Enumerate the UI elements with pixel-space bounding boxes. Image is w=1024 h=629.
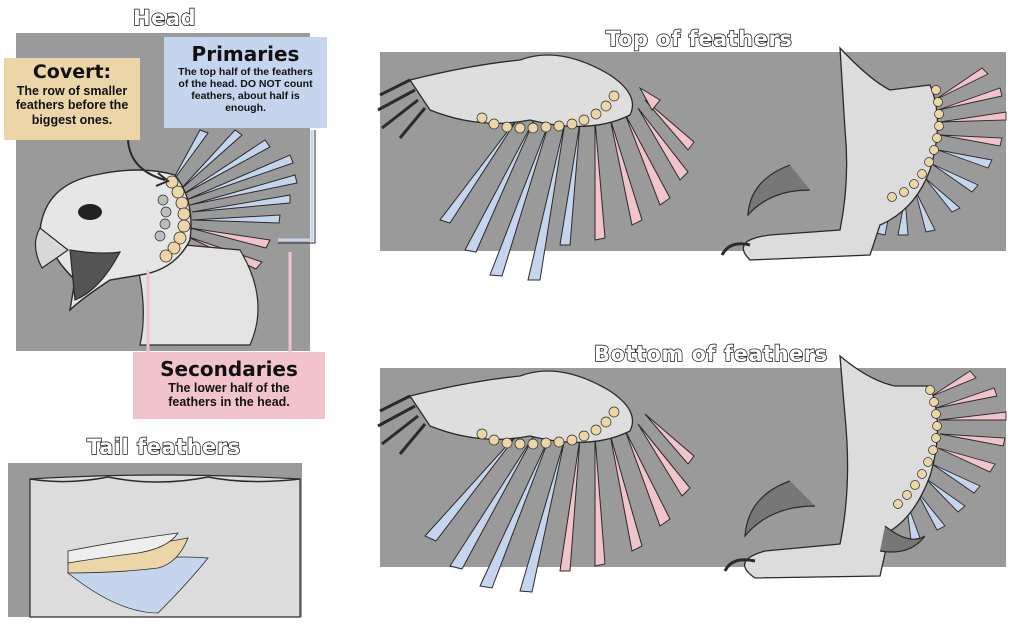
- head-primary-feathers: [169, 129, 298, 224]
- bottom-leg-covert: [893, 385, 942, 509]
- top-leg: [742, 46, 939, 261]
- eye: [78, 204, 102, 220]
- bottom-covert-row: [476, 406, 620, 450]
- primaries-label-box: Primaries The top half of the feathers o…: [164, 37, 327, 128]
- tail-title: Tail feathers: [86, 434, 241, 459]
- secondaries-text: The lower half of the feathers in the he…: [168, 381, 290, 410]
- tail-feathers: [67, 532, 209, 614]
- bottom-leg: [744, 354, 939, 579]
- head-title: Head: [132, 5, 197, 30]
- bottom-wing-feathers: [424, 413, 695, 593]
- tail-illustration: [29, 474, 301, 618]
- beak: [34, 227, 70, 269]
- covert-text: The row of smaller feathers before the b…: [15, 83, 129, 127]
- top-title: Top of feathers: [605, 26, 793, 51]
- primaries-text: The top half of the feathers of the head…: [178, 66, 313, 115]
- mouth: [69, 249, 122, 301]
- covert-heading: Covert:: [32, 61, 112, 83]
- primaries-connector: [278, 130, 314, 242]
- secondaries-label-box: Secondaries The lower half of the feathe…: [133, 352, 325, 419]
- top-wing-feathers: [439, 86, 695, 281]
- covert-arrow: [127, 139, 166, 181]
- head-illustration: [34, 129, 316, 355]
- bottom-illustration: [377, 354, 1007, 593]
- covert-label-box: Covert: The row of smaller feathers befo…: [4, 58, 140, 140]
- top-covert-row: [476, 90, 620, 134]
- top-leg-covert: [887, 85, 944, 202]
- bottom-title: Bottom of feathers: [593, 341, 828, 366]
- secondaries-heading: Secondaries: [160, 357, 298, 381]
- top-illustration: [377, 46, 1007, 281]
- primaries-heading: Primaries: [191, 42, 300, 66]
- secondaries-connector: [146, 252, 292, 355]
